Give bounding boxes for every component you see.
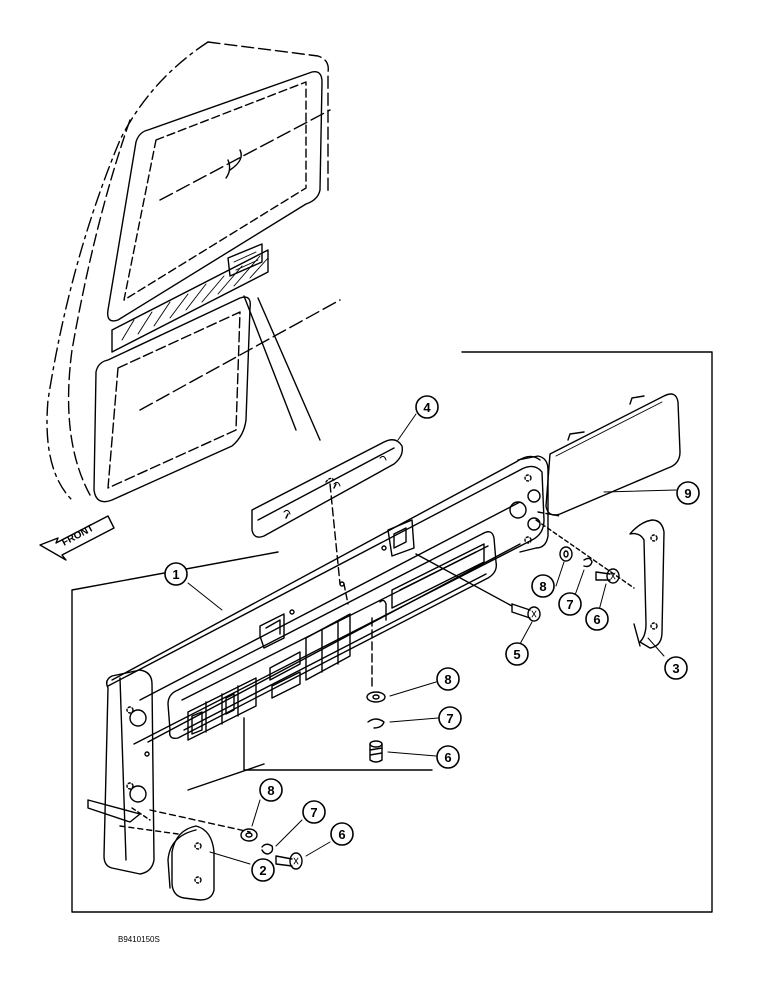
end-cap-3 bbox=[535, 519, 665, 649]
assembly-line bbox=[243, 717, 433, 771]
overhead-console-panel bbox=[87, 455, 549, 875]
cab-outline bbox=[46, 41, 341, 503]
screw-5 bbox=[415, 553, 541, 622]
callout-9: 9 bbox=[676, 481, 700, 505]
end-cover-9 bbox=[537, 393, 681, 517]
svg-text:8: 8 bbox=[539, 579, 546, 594]
svg-text:6: 6 bbox=[593, 612, 600, 627]
callout-4: 4 bbox=[415, 395, 439, 419]
svg-text:4: 4 bbox=[423, 400, 431, 415]
front-arrow-icon bbox=[39, 515, 115, 561]
svg-text:6: 6 bbox=[444, 750, 451, 765]
svg-text:7: 7 bbox=[446, 711, 453, 726]
top-cover bbox=[251, 439, 404, 605]
exploded-view-border bbox=[71, 351, 713, 913]
callout-3: 3 bbox=[664, 656, 688, 680]
svg-text:7: 7 bbox=[310, 805, 317, 820]
svg-text:9: 9 bbox=[684, 486, 691, 501]
assembly-line bbox=[187, 763, 265, 791]
svg-text:3: 3 bbox=[672, 661, 679, 676]
upper-window bbox=[107, 71, 323, 322]
end-cap-2 bbox=[119, 807, 215, 901]
callout-8-center: 8 bbox=[436, 667, 460, 691]
callout-7-right: 7 bbox=[558, 592, 582, 616]
callout-7-center: 7 bbox=[438, 706, 462, 730]
hatched-strip bbox=[111, 249, 269, 353]
assembly-line bbox=[149, 809, 251, 833]
callout-8-right: 8 bbox=[531, 574, 555, 598]
lower-window bbox=[93, 296, 251, 503]
svg-text:8: 8 bbox=[267, 783, 274, 798]
callouts: 1 2 3 4 5 9 8 7 6 8 7 6 8 7 6 bbox=[164, 395, 700, 882]
hardware-center bbox=[366, 691, 386, 763]
callout-5: 5 bbox=[505, 642, 529, 666]
svg-text:7: 7 bbox=[566, 597, 573, 612]
callout-1: 1 bbox=[164, 562, 188, 586]
svg-text:2: 2 bbox=[259, 863, 266, 878]
callout-6-right: 6 bbox=[585, 607, 609, 631]
svg-text:6: 6 bbox=[338, 827, 345, 842]
hardware-left bbox=[240, 828, 303, 870]
drawing-number: B9410150S bbox=[118, 935, 160, 944]
callout-6-center: 6 bbox=[436, 745, 460, 769]
svg-text:1: 1 bbox=[172, 567, 179, 582]
callout-7-left: 7 bbox=[302, 800, 326, 824]
svg-text:8: 8 bbox=[444, 672, 451, 687]
hardware-right bbox=[559, 546, 620, 584]
svg-text:5: 5 bbox=[513, 647, 520, 662]
callout-8-left: 8 bbox=[259, 778, 283, 802]
callout-2: 2 bbox=[251, 858, 275, 882]
callout-6-left: 6 bbox=[330, 822, 354, 846]
